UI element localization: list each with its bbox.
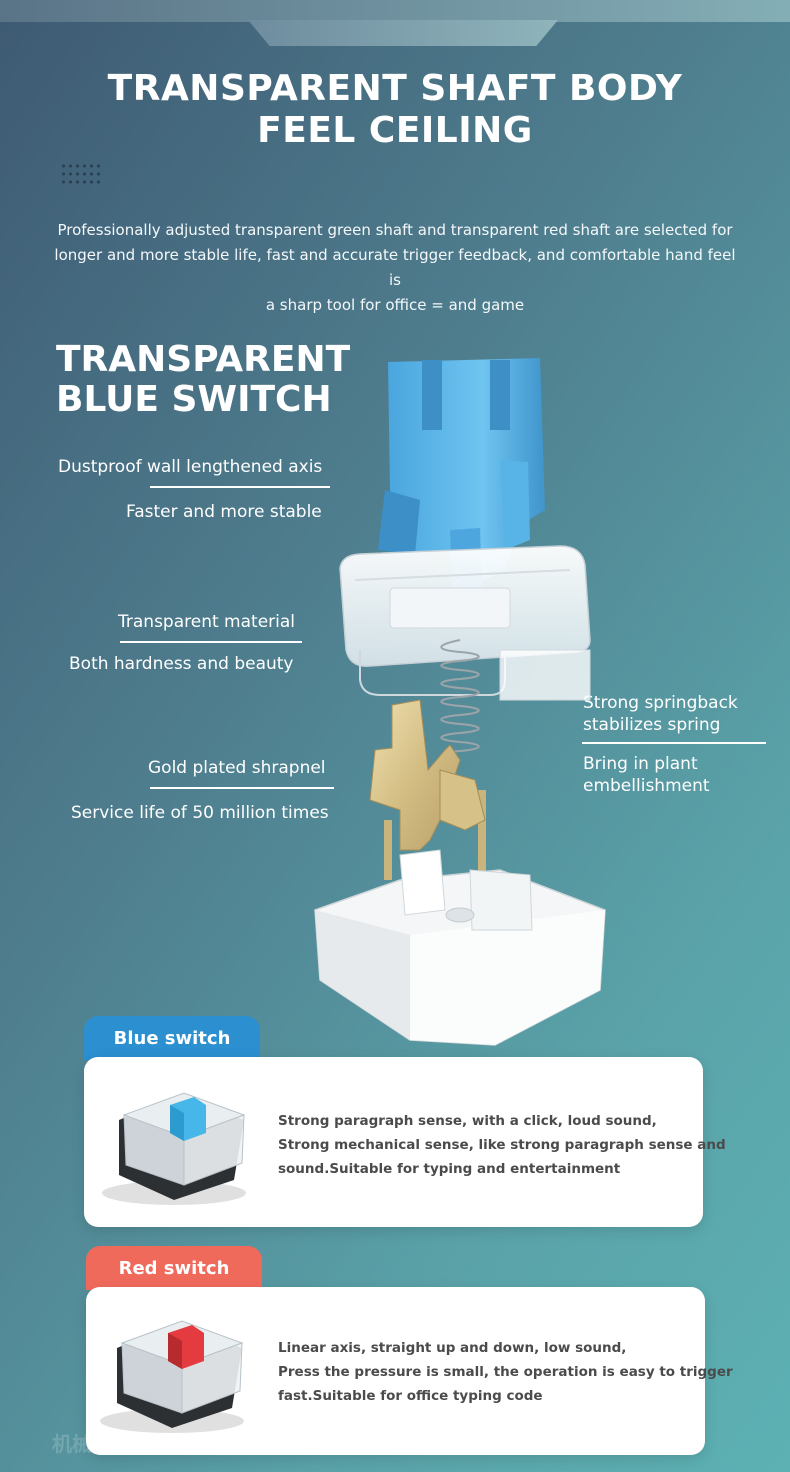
blue-stem-icon bbox=[378, 358, 545, 590]
feature-spring-line-2: stabilizes spring bbox=[583, 715, 721, 735]
feature-shrapnel-title: Gold plated shrapnel bbox=[148, 758, 326, 778]
blue-desc-line-1: Strong paragraph sense, with a click, lo… bbox=[278, 1113, 657, 1129]
top-strip bbox=[0, 0, 790, 22]
feature-spring-line-1: Strong springback bbox=[583, 693, 738, 713]
red-desc-line-1: Linear axis, straight up and down, low s… bbox=[278, 1340, 627, 1356]
feature-material-sub: Both hardness and beauty bbox=[69, 654, 294, 674]
intro-line-2: longer and more stable life, fast and ac… bbox=[54, 246, 736, 289]
top-tab-decoration bbox=[248, 20, 558, 46]
feature-spring-title: Strong springback stabilizes spring bbox=[583, 692, 738, 736]
feature-plant: Bring in plant embellishment bbox=[583, 753, 710, 797]
exploded-switch-illustration bbox=[314, 358, 606, 1046]
switch-title: TRANSPARENT BLUE SWITCH bbox=[56, 340, 386, 420]
blue-switch-label: Blue switch bbox=[113, 1027, 231, 1049]
watermark-text: 机械 bbox=[52, 1432, 92, 1456]
title-line-1: TRANSPARENT SHAFT BODY bbox=[107, 68, 683, 109]
blue-switch-tab: Blue switch bbox=[84, 1016, 260, 1060]
blue-desc-line-2: Strong mechanical sense, like strong par… bbox=[278, 1137, 726, 1153]
bottom-housing-icon bbox=[314, 849, 606, 1046]
intro-line-1: Professionally adjusted transparent gree… bbox=[57, 221, 733, 239]
blue-switch-card: Strong paragraph sense, with a click, lo… bbox=[84, 1057, 726, 1227]
feature-material-title: Transparent material bbox=[118, 612, 296, 632]
page-title: TRANSPARENT SHAFT BODY FEEL CEILING bbox=[0, 68, 790, 152]
feature-shrapnel-sub: Service life of 50 million times bbox=[71, 803, 329, 823]
red-switch-label: Red switch bbox=[118, 1257, 230, 1279]
callout-line-spring bbox=[582, 742, 766, 744]
transparent-housing-top bbox=[339, 545, 591, 701]
spring-icon bbox=[440, 639, 480, 761]
red-switch-tab: Red switch bbox=[86, 1246, 262, 1290]
intro-line-3: a sharp tool for office = and game bbox=[265, 296, 525, 314]
callout-line-material bbox=[120, 641, 302, 643]
red-desc-line-3: fast.Suitable for office typing code bbox=[278, 1388, 543, 1404]
dot-grid-icon bbox=[60, 162, 104, 186]
blue-desc-line-3: sound.Suitable for typing and entertainm… bbox=[278, 1161, 621, 1177]
feature-dustproof-sub: Faster and more stable bbox=[126, 502, 322, 522]
feature-dustproof-title: Dustproof wall lengthened axis bbox=[58, 457, 323, 477]
red-switch-card: Linear axis, straight up and down, low s… bbox=[86, 1287, 733, 1455]
switch-title-line-1: TRANSPARENT bbox=[56, 339, 351, 380]
red-desc-line-2: Press the pressure is small, the operati… bbox=[278, 1364, 733, 1380]
gold-shrapnel-icon bbox=[369, 699, 486, 890]
red-switch-icon bbox=[100, 1320, 244, 1433]
callout-line-shrapnel bbox=[150, 787, 334, 789]
intro-paragraph: Professionally adjusted transparent gree… bbox=[50, 218, 740, 318]
blue-switch-description: Strong paragraph sense, with a click, lo… bbox=[278, 1109, 726, 1181]
blue-switch-icon bbox=[102, 1092, 246, 1205]
callout-line-dustproof bbox=[150, 486, 330, 488]
feature-plant-line-2: embellishment bbox=[583, 776, 710, 796]
switch-title-line-2: BLUE SWITCH bbox=[56, 379, 332, 420]
feature-plant-line-1: Bring in plant bbox=[583, 754, 698, 774]
title-line-2: FEEL CEILING bbox=[257, 110, 533, 151]
red-switch-description: Linear axis, straight up and down, low s… bbox=[278, 1336, 733, 1408]
